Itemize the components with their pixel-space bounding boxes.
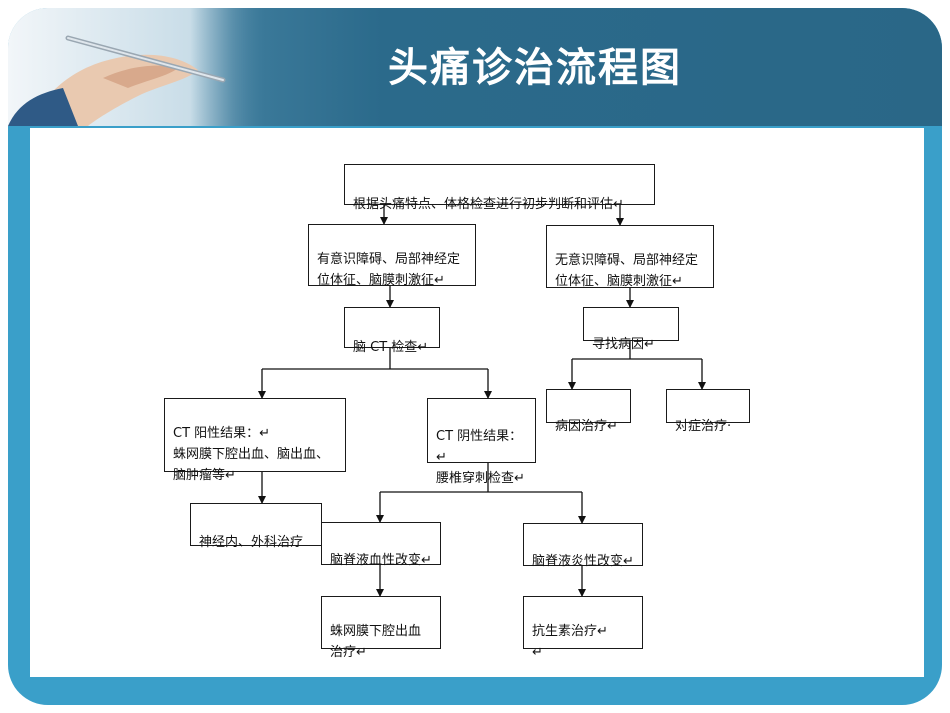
node-brain-ct-label: 脑 CT 检查↵ <box>353 340 429 355</box>
node-antibiotic-treatment: 抗生素治疗↵ ↵ <box>523 596 643 660</box>
node-find-cause-label: 寻找病因↵ <box>592 337 655 352</box>
node-ct-negative: CT 阴性结果：↵ 腰椎穿刺检查↵ <box>427 398 536 486</box>
node-ct-positive: CT 阳性结果：↵ 蛛网膜下腔出血、脑出血、 脑肿瘤等↵ <box>164 398 346 483</box>
node-initial-assessment-label: 根据头痛特点、体格检查进行初步判断和评估↵ <box>353 197 624 212</box>
node-ct-negative-label: CT 阴性结果：↵ 腰椎穿刺检查↵ <box>436 429 525 486</box>
node-sah-treatment: 蛛网膜下腔出血 治疗↵ <box>321 596 441 660</box>
node-initial-assessment: 根据头痛特点、体格检查进行初步判断和评估↵ <box>344 164 655 212</box>
node-ct-positive-label: CT 阳性结果：↵ 蛛网膜下腔出血、脑出血、 脑肿瘤等↵ <box>173 426 330 483</box>
node-etiological-treatment: 病因治疗↵ <box>546 389 631 434</box>
node-symptomatic-treatment: 对症治疗· <box>666 389 750 434</box>
node-csf-hemorrhagic: 脑脊液血性改变↵ <box>321 522 441 568</box>
node-with-focal-signs-label: 有意识障碍、局部神经定 位体征、脑膜刺激征↵ <box>317 252 461 288</box>
node-without-focal-signs: 无意识障碍、局部神经定 位体征、脑膜刺激征↵ <box>546 225 714 289</box>
node-brain-ct: 脑 CT 检查↵ <box>344 307 440 355</box>
node-csf-inflammatory-label: 脑脊液炎性改变↵ <box>532 554 634 569</box>
node-csf-inflammatory: 脑脊液炎性改变↵ <box>523 523 643 569</box>
node-without-focal-signs-label: 无意识障碍、局部神经定 位体征、脑膜刺激征↵ <box>555 253 699 289</box>
slide-title: 头痛诊治流程图 <box>388 45 682 91</box>
node-csf-hemorrhagic-label: 脑脊液血性改变↵ <box>330 553 432 568</box>
node-sah-treatment-label: 蛛网膜下腔出血 治疗↵ <box>330 624 422 660</box>
node-neuro-surgery-treatment: 神经内、外科治疗 <box>190 503 322 550</box>
header-band: 头痛诊治流程图 <box>8 8 942 126</box>
hand-with-pen-image <box>8 8 268 126</box>
node-symptomatic-treatment-label: 对症治疗· <box>675 419 732 434</box>
node-with-focal-signs: 有意识障碍、局部神经定 位体征、脑膜刺激征↵ <box>308 224 476 288</box>
node-antibiotic-treatment-label: 抗生素治疗↵ ↵ <box>532 624 608 660</box>
node-neuro-surgery-treatment-label: 神经内、外科治疗 <box>199 535 304 550</box>
node-etiological-treatment-label: 病因治疗↵ <box>555 419 618 434</box>
node-find-cause: 寻找病因↵ <box>583 307 679 352</box>
